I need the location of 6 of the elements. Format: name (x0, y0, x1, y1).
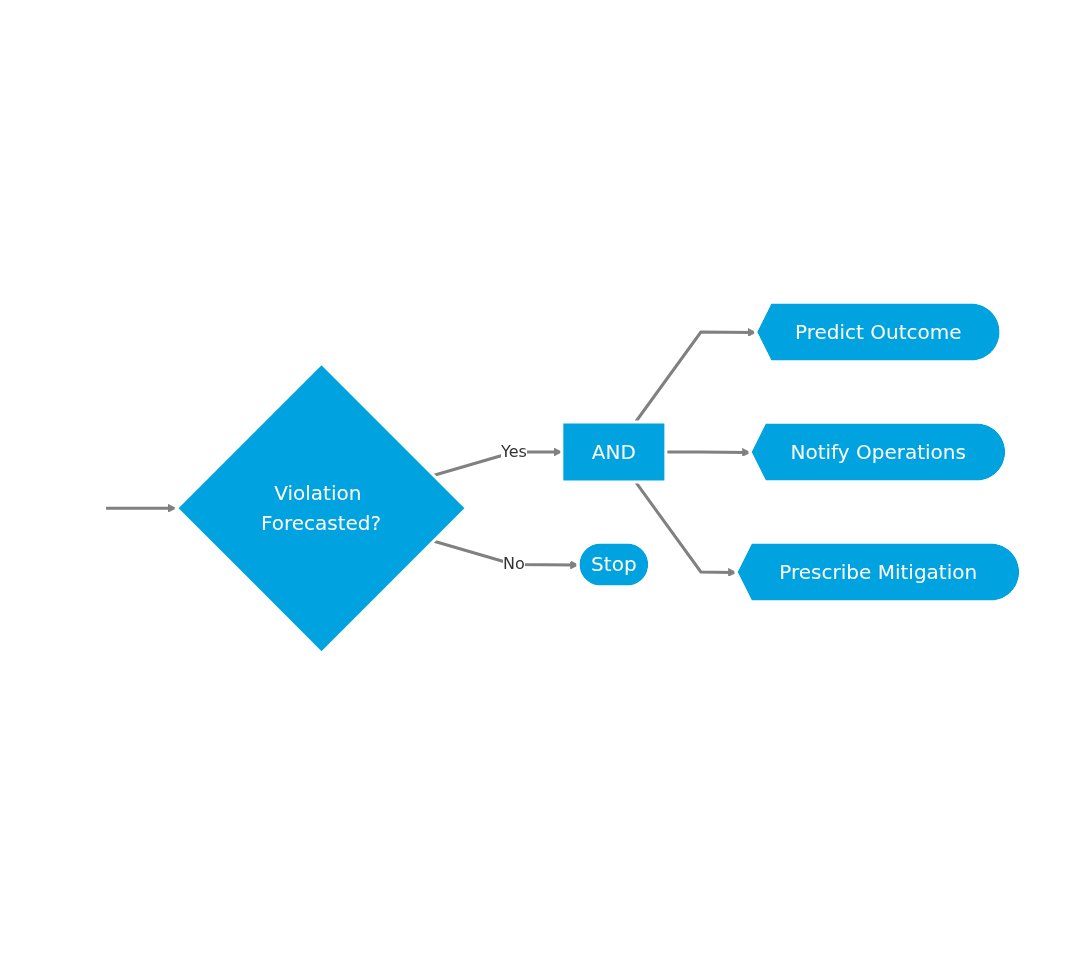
arrow (634, 481, 737, 577)
arrow (105, 503, 177, 513)
arrow (665, 447, 751, 457)
edge-label: No (502, 554, 525, 574)
node-box: AND (560, 420, 668, 484)
edge-label: Yes (500, 441, 527, 461)
